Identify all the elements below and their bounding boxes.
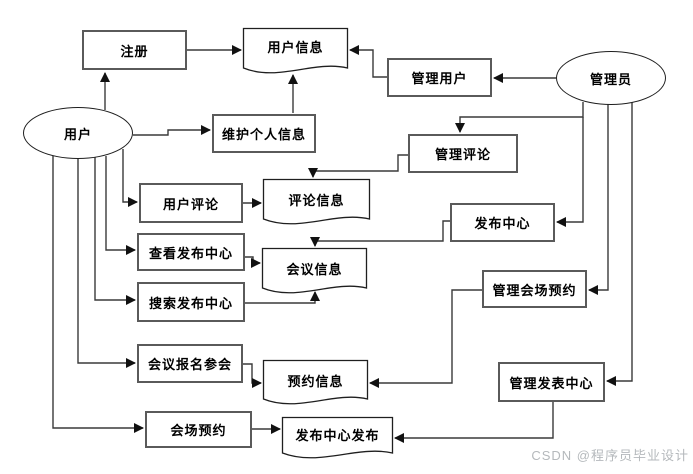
doc-shape-meeting-info — [261, 247, 368, 294]
process-register-label: 注册 — [120, 43, 149, 59]
actor-admin: 管理员 — [556, 51, 666, 105]
process-view-publish-center: 查看发布中心 — [137, 233, 245, 271]
flow-user-to-maintain-personal-info — [133, 125, 211, 136]
actor-user: 用户 — [23, 107, 133, 159]
flow-manage-publish-center-to-publish-center-publish — [394, 402, 554, 443]
doc-shape-user-info — [242, 27, 349, 74]
csdn-watermark: CSDN @程序员毕业设计 — [531, 448, 689, 463]
flow-user-to-search-publish-center — [94, 157, 136, 305]
doc-shape-comment-info — [262, 178, 371, 225]
flow-manage-comment-to-comment-info — [308, 154, 408, 178]
doc-shape-reservation-info — [262, 359, 369, 405]
flow-user-to-meeting-signup — [77, 159, 136, 368]
flow-admin-to-manage-venue-reservation — [588, 104, 609, 295]
flow-admin-to-manage-publish-center — [606, 102, 633, 386]
datastore-comment-info: 评论信息 — [263, 186, 370, 212]
process-manage-comment: 管理评论 — [408, 134, 518, 173]
process-manage-venue-reservation-label: 管理会场预约 — [492, 282, 577, 298]
flow-user-to-user-comment — [122, 149, 138, 207]
datastore-publish-center-publish: 发布中心发布 — [282, 421, 393, 447]
process-maintain-personal-info: 维护个人信息 — [212, 114, 316, 153]
datastore-user-info: 用户信息 — [243, 33, 348, 59]
datastore-meeting-info: 会议信息 — [262, 255, 367, 281]
process-user-comment: 用户评论 — [139, 183, 243, 223]
datastore-publish-center-publish-label: 发布中心发布 — [295, 427, 380, 443]
process-publish-center: 发布中心 — [450, 203, 555, 242]
flow-manage-user-to-user-info — [349, 45, 387, 78]
process-venue-reservation-label: 会场预约 — [170, 423, 227, 438]
flow-user-to-venue-reservation — [52, 155, 144, 433]
flow-view-publish-center-to-meeting-info — [245, 256, 261, 268]
process-manage-venue-reservation: 管理会场预约 — [482, 270, 587, 308]
flow-user-to-view-publish-center — [105, 156, 136, 255]
datastore-comment-info-label: 评论信息 — [288, 192, 345, 208]
flow-admin-to-publish-center — [556, 117, 584, 227]
process-manage-comment-label: 管理评论 — [434, 147, 491, 162]
process-view-publish-center-label: 查看发布中心 — [148, 245, 233, 261]
process-user-comment-label: 用户评论 — [162, 196, 219, 212]
actor-admin-label: 管理员 — [589, 71, 632, 87]
process-manage-user: 管理用户 — [387, 58, 492, 97]
datastore-user-info-label: 用户信息 — [267, 39, 324, 55]
process-maintain-personal-info-label: 维护个人信息 — [221, 127, 306, 142]
flow-admin-to-manage-comment — [455, 102, 584, 133]
datastore-meeting-info-label: 会议信息 — [286, 261, 343, 277]
datastore-reservation-info: 预约信息 — [263, 367, 368, 393]
process-search-publish-center: 搜索发布中心 — [137, 282, 245, 322]
process-manage-user-label: 管理用户 — [411, 71, 468, 86]
process-manage-publish-center: 管理发表中心 — [498, 362, 605, 402]
flow-manage-venue-reservation-to-reservation-info — [369, 289, 482, 388]
actor-user-label: 用户 — [63, 126, 92, 142]
process-publish-center-label: 发布中心 — [474, 216, 531, 231]
datastore-reservation-info-label: 预约信息 — [287, 373, 344, 389]
process-meeting-signup-label: 会议报名参会 — [147, 357, 232, 372]
flow-search-publish-center-to-meeting-info — [245, 291, 320, 304]
process-manage-publish-center-label: 管理发表中心 — [509, 375, 594, 391]
flow-publish-center-to-meeting-info — [310, 220, 450, 247]
process-meeting-signup: 会议报名参会 — [137, 344, 243, 383]
doc-shape-publish-center-publish — [281, 416, 394, 459]
flow-meeting-signup-to-reservation-info — [243, 363, 262, 388]
process-search-publish-center-label: 搜索发布中心 — [148, 295, 233, 311]
process-register: 注册 — [82, 30, 187, 70]
process-venue-reservation: 会场预约 — [145, 411, 252, 448]
